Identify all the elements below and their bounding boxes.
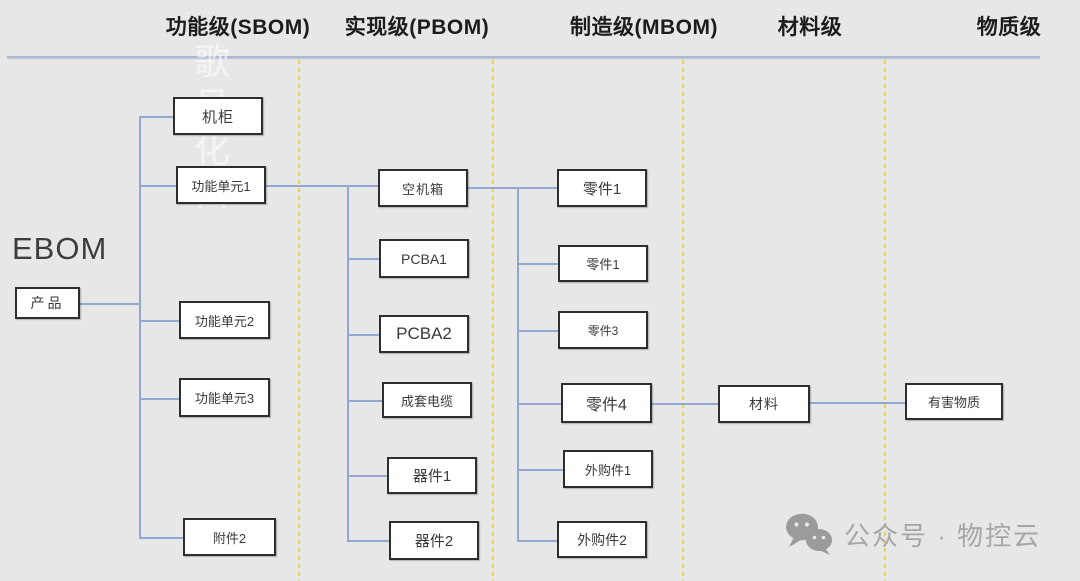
node-pcba1: PCBA1 xyxy=(379,239,469,278)
connector-line xyxy=(347,400,382,402)
node-device-2: 器件2 xyxy=(389,521,479,560)
vertical-watermark-char: 歌 xyxy=(193,41,230,82)
connector-line xyxy=(80,303,139,305)
footer-watermark-text: 公众号 · 物控云 xyxy=(844,520,1042,551)
node-part-4: 零件4 xyxy=(561,383,652,423)
node-device-1: 器件1 xyxy=(387,457,477,494)
node-func-unit-2: 功能单元2 xyxy=(179,301,270,339)
column-header-3: 制造级(MBOM) xyxy=(570,16,718,39)
connector-line xyxy=(139,537,183,539)
connector-line xyxy=(139,185,176,187)
connector-line xyxy=(517,187,519,540)
node-func-unit-3: 功能单元3 xyxy=(179,378,270,417)
connector-line xyxy=(517,263,558,265)
node-purchased-1: 外购件1 xyxy=(563,450,653,488)
node-cable-set: 成套电缆 xyxy=(382,382,472,418)
column-guide-line-4 xyxy=(884,60,886,581)
connector-line xyxy=(139,398,179,400)
node-part-3: 零件3 xyxy=(558,311,648,349)
connector-line xyxy=(517,330,558,332)
connector-line xyxy=(347,185,349,540)
ebom-label: EBOM xyxy=(12,231,108,266)
connector-line xyxy=(517,469,563,471)
node-func-unit-1: 功能单元1 xyxy=(176,166,266,204)
connector-line xyxy=(347,258,379,260)
connector-line xyxy=(266,185,378,187)
wechat-icon xyxy=(786,513,832,555)
column-guide-line-3 xyxy=(682,60,684,581)
node-pcba2: PCBA2 xyxy=(379,315,469,353)
node-hazardous: 有害物质 xyxy=(905,383,1003,420)
column-guide-line-2 xyxy=(492,60,494,581)
connector-line xyxy=(810,402,905,404)
connector-line xyxy=(347,334,379,336)
connector-line xyxy=(139,116,141,537)
header-underline xyxy=(7,56,1040,58)
node-empty-chassis: 空机箱 xyxy=(378,169,468,207)
connector-line xyxy=(468,187,557,189)
connector-line xyxy=(347,475,387,477)
vertical-watermark-char: 化 xyxy=(193,129,230,170)
node-part-1: 零件1 xyxy=(557,169,647,207)
connector-line xyxy=(139,116,173,118)
connector-line xyxy=(517,540,557,542)
footer-watermark: 公众号 · 物控云 xyxy=(784,512,1041,556)
column-header-4: 材料级 xyxy=(777,16,843,39)
column-header-5: 物质级 xyxy=(976,16,1042,39)
node-product: 产品 xyxy=(15,287,80,319)
node-part-1b: 零件1 xyxy=(558,245,648,282)
connector-line xyxy=(652,403,718,405)
connector-line xyxy=(347,540,389,542)
connector-line xyxy=(139,320,179,322)
node-material: 材料 xyxy=(718,385,810,423)
node-purchased-2: 外购件2 xyxy=(557,521,647,558)
column-guide-line-1 xyxy=(298,60,300,581)
connector-line xyxy=(517,403,561,405)
node-accessory-2: 附件2 xyxy=(183,518,276,556)
node-cabinet: 机柜 xyxy=(173,97,263,135)
column-header-1: 功能级(SBOM) xyxy=(165,16,311,39)
column-header-2: 实现级(PBOM) xyxy=(344,16,490,39)
